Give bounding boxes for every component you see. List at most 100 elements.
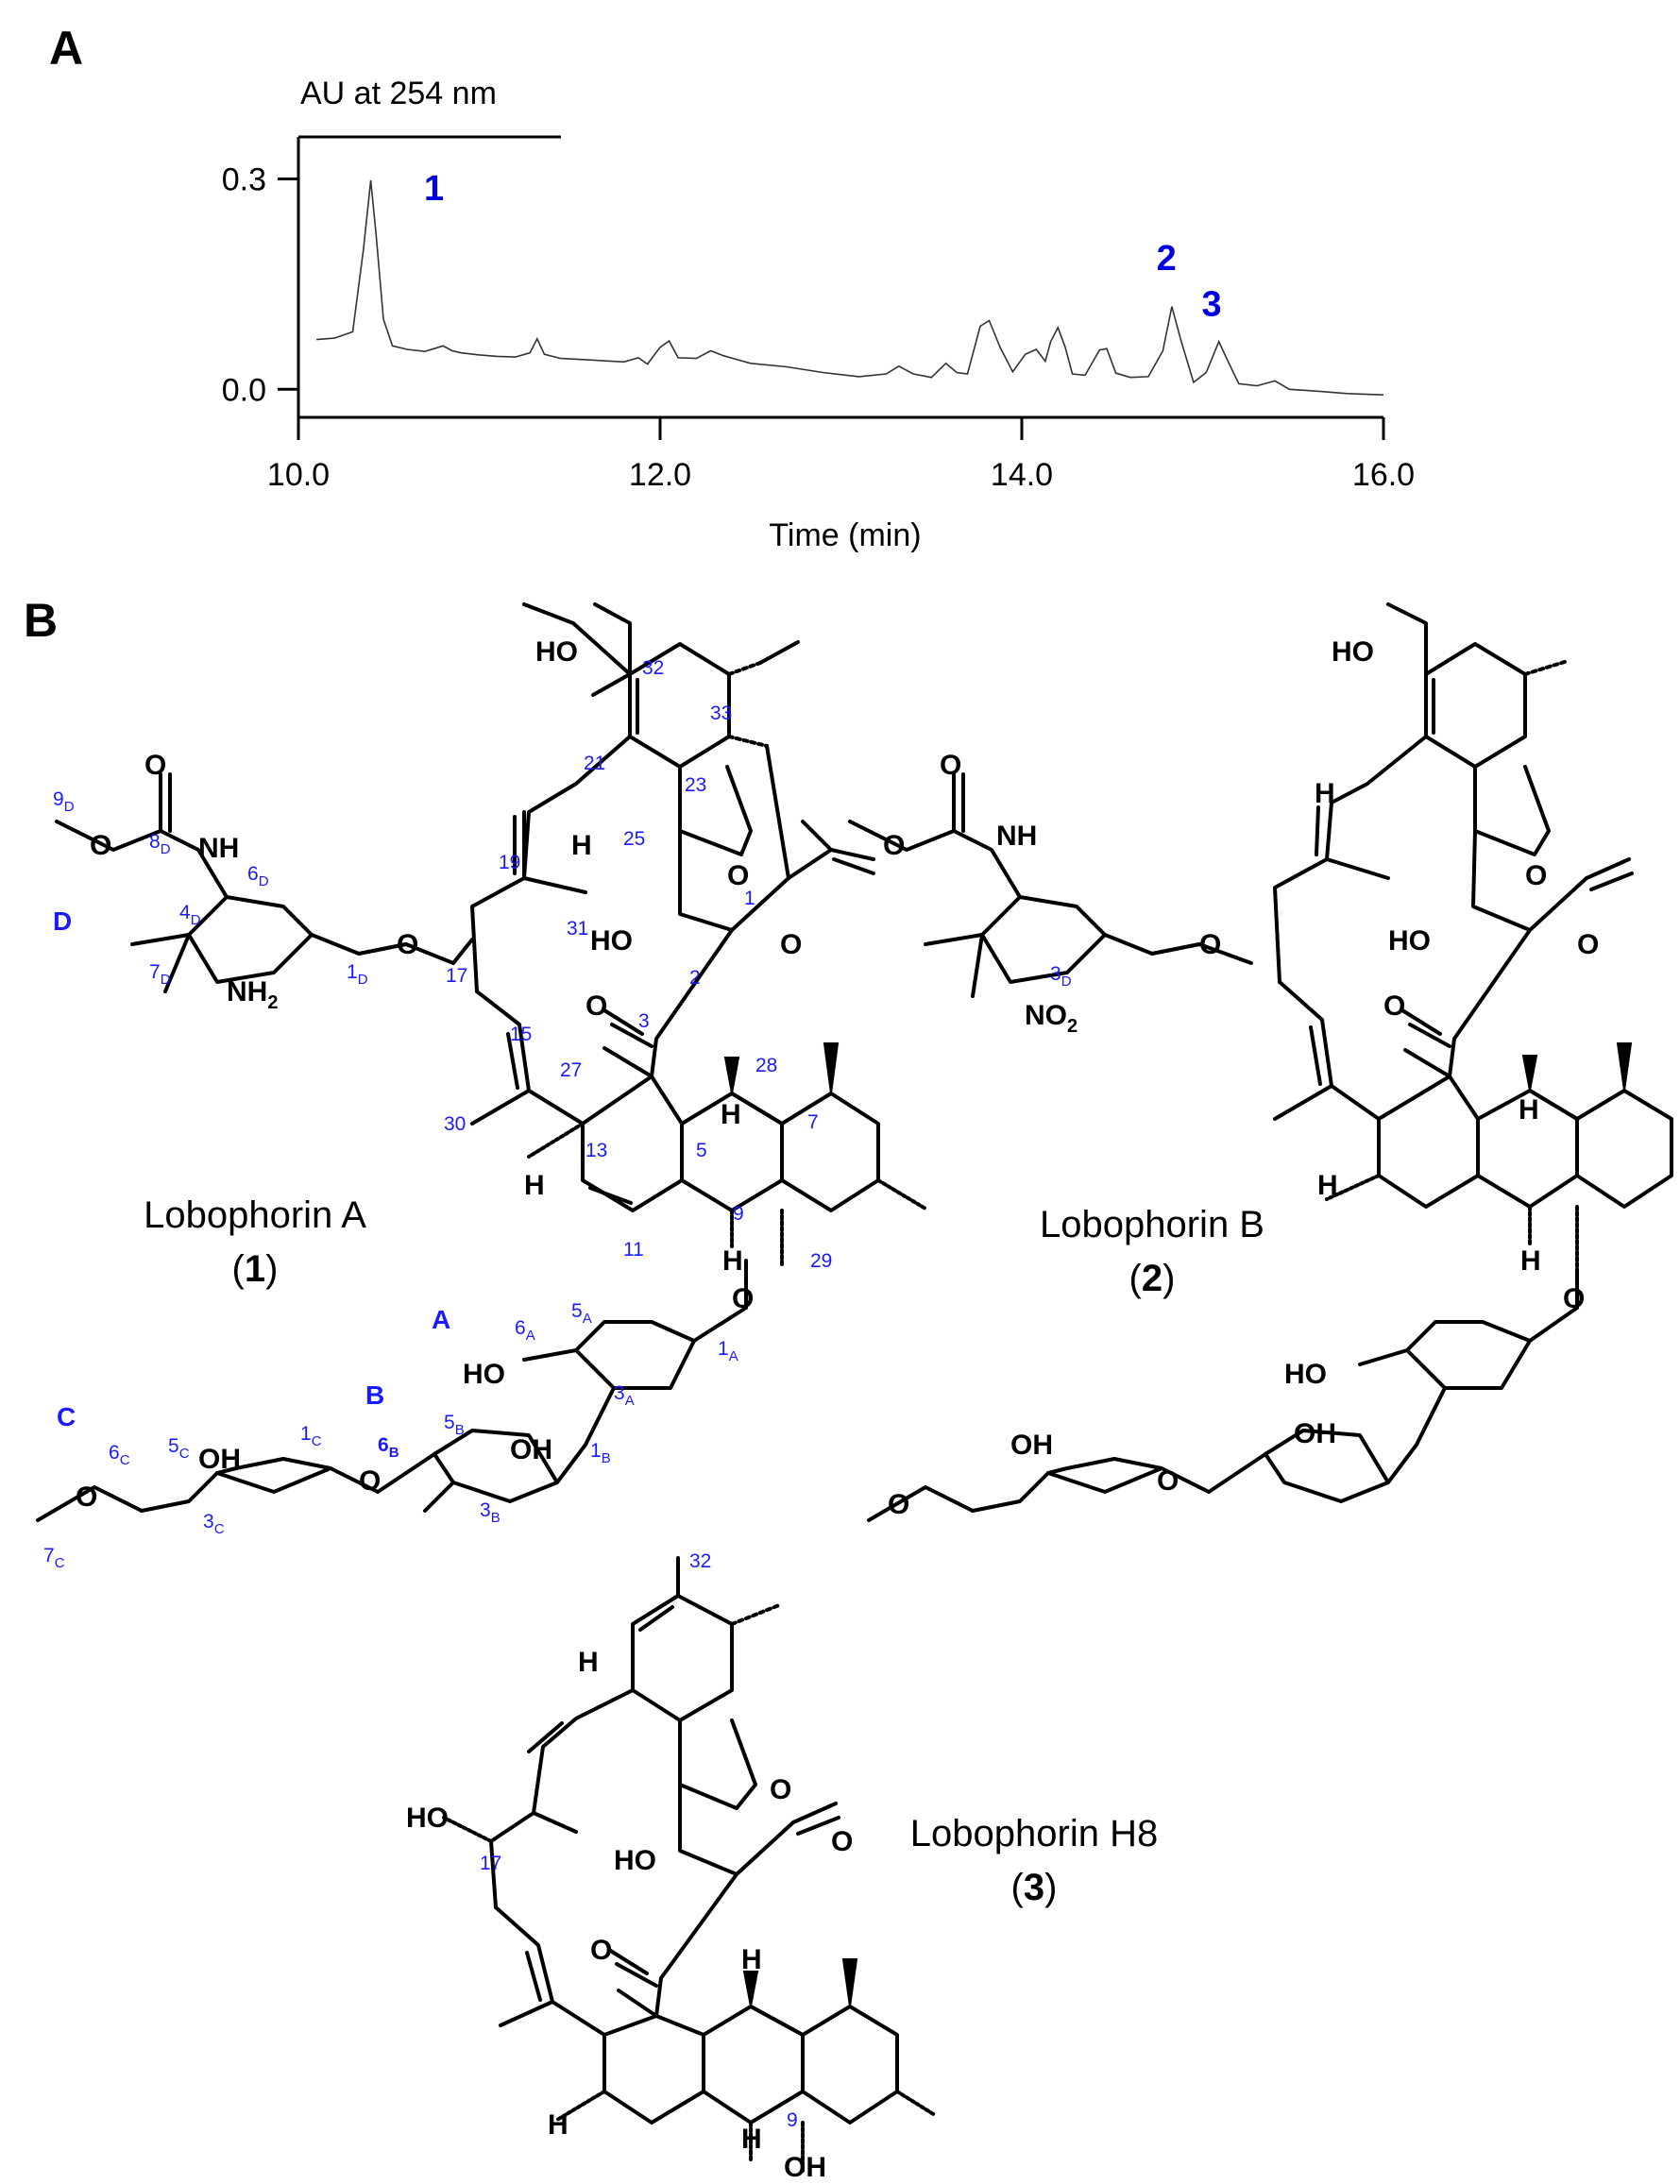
num-9d: 9D bbox=[53, 788, 75, 815]
num-2: 2 bbox=[689, 967, 701, 989]
atom-ho-32: HO bbox=[535, 636, 578, 668]
atom-o-ketone: O bbox=[585, 990, 607, 1022]
chromatogram-trace bbox=[316, 179, 1384, 396]
atom-ho-b-sugar: HO bbox=[1284, 1359, 1327, 1390]
atom-o-methoxy: O bbox=[76, 1481, 97, 1513]
num-28: 28 bbox=[755, 1055, 777, 1076]
num-3: 3 bbox=[638, 1010, 650, 1032]
atom-h-13: H bbox=[524, 1170, 545, 1201]
atom-no2: NO2 bbox=[1025, 1000, 1078, 1037]
atom-h-h8: H bbox=[578, 1647, 599, 1678]
atom-h-h8-13: H bbox=[548, 2109, 568, 2141]
compound-name-1: Lobophorin A bbox=[144, 1194, 366, 1236]
num-5a: 5A bbox=[571, 1300, 592, 1327]
num-4d: 4D bbox=[179, 902, 201, 928]
compound-name-3: Lobophorin H8 bbox=[910, 1813, 1158, 1854]
atom-o-b-carbonyl: O bbox=[1577, 929, 1599, 960]
num-h8-17: 17 bbox=[480, 1853, 501, 1874]
num-31: 31 bbox=[567, 918, 588, 940]
atom-o-b-carbamate: O bbox=[940, 750, 961, 781]
num-5: 5 bbox=[696, 1140, 707, 1161]
lobophorin-h8-structure bbox=[442, 1556, 937, 2174]
atom-h-b: H bbox=[1315, 778, 1335, 809]
y-tick-label: 0.0 bbox=[222, 372, 266, 408]
num-23: 23 bbox=[685, 774, 706, 796]
compound-number-1: (1) bbox=[232, 1248, 279, 1290]
num-6d: 6D bbox=[247, 863, 269, 889]
num-1: 1 bbox=[744, 888, 755, 909]
atom-o-b-methoxy: O bbox=[888, 1489, 909, 1520]
num-33: 33 bbox=[710, 703, 732, 724]
num-13: 13 bbox=[585, 1140, 607, 1161]
atom-o-bc: O bbox=[359, 1465, 381, 1497]
panel-b-label: B bbox=[24, 594, 59, 647]
num-6c: 6C bbox=[109, 1442, 130, 1468]
atom-ho-h8-enol: HO bbox=[614, 1845, 656, 1876]
x-tick-label: 16.0 bbox=[1352, 457, 1415, 493]
lobophorin-a-atom-labels: HO H O O HO O H H H O HO OH OH O O O O N… bbox=[76, 636, 802, 1513]
num-11: 11 bbox=[623, 1239, 644, 1261]
atom-o-b-glyc: O bbox=[1563, 1283, 1585, 1314]
atom-oh-b-sugar-c: OH bbox=[1010, 1430, 1053, 1461]
atom-o-lactone: O bbox=[727, 860, 749, 891]
num-5c: 5C bbox=[168, 1435, 190, 1462]
num-17: 17 bbox=[446, 965, 467, 987]
atom-o-carbonyl: O bbox=[780, 929, 802, 960]
ring-letter-b: B bbox=[365, 1380, 384, 1410]
atom-ho-h8-17: HO bbox=[406, 1803, 449, 1834]
atom-h-h8-5: H bbox=[741, 1944, 762, 1975]
peak-labels: 123 bbox=[424, 169, 1222, 325]
num-1d: 1D bbox=[347, 961, 368, 988]
atom-oh-h8-9: OH bbox=[784, 2152, 826, 2183]
atom-o-b-carbamate-ester: O bbox=[883, 830, 905, 861]
panel-a-label: A bbox=[49, 22, 84, 75]
atom-o-glyc-d: O bbox=[397, 929, 418, 960]
lobophorin-b-atom-labels: HO H O O HO O H H H O HO OH OH O O O O N… bbox=[883, 636, 1599, 1520]
atom-o-h8-ketone: O bbox=[590, 1935, 612, 1966]
num-27: 27 bbox=[560, 1059, 582, 1081]
atom-oh-sugar-c: OH bbox=[198, 1444, 241, 1475]
num-29: 29 bbox=[810, 1250, 832, 1272]
num-15: 15 bbox=[510, 1024, 532, 1045]
num-3a: 3A bbox=[614, 1382, 635, 1409]
num-1b: 1B bbox=[590, 1440, 611, 1466]
num-8d: 8D bbox=[149, 831, 171, 857]
atom-oh-b-sugar-b: OH bbox=[1294, 1418, 1336, 1449]
y-ticks: 0.3 0.0 bbox=[222, 162, 298, 408]
num-25: 25 bbox=[623, 828, 645, 850]
atom-o-carbamate: O bbox=[144, 750, 166, 781]
atom-o-h8-carbonyl: O bbox=[831, 1826, 853, 1857]
num-9: 9 bbox=[733, 1203, 744, 1225]
peak-label-1: 1 bbox=[424, 169, 444, 209]
num-21: 21 bbox=[584, 753, 605, 774]
y-tick-label: 0.3 bbox=[222, 162, 266, 198]
num-1c: 1C bbox=[300, 1423, 322, 1449]
y-axis-label: AU at 254 nm bbox=[300, 76, 497, 111]
compound-number-3: (3) bbox=[1011, 1867, 1058, 1908]
atom-o-b-glyc-d: O bbox=[1199, 929, 1221, 960]
atom-h-stereo: H bbox=[571, 830, 592, 861]
atom-ho-sugar-a: HO bbox=[463, 1359, 505, 1390]
atom-h-b10: H bbox=[1520, 1245, 1541, 1277]
atom-h-5: H bbox=[721, 1099, 741, 1130]
atom-nh-b: NH bbox=[996, 821, 1037, 852]
compound-number-2: (2) bbox=[1129, 1258, 1176, 1299]
atom-o-b-lactone: O bbox=[1525, 860, 1547, 891]
num-3c: 3C bbox=[203, 1511, 225, 1537]
num-32: 32 bbox=[642, 657, 664, 679]
num-19: 19 bbox=[499, 852, 520, 873]
num-6b: 6B bbox=[378, 1434, 399, 1461]
peak-label-3: 3 bbox=[1202, 284, 1222, 324]
x-tick-label: 10.0 bbox=[267, 457, 330, 493]
atom-o-b-ketone: O bbox=[1383, 990, 1405, 1022]
atom-o-b-bc: O bbox=[1157, 1465, 1179, 1497]
ring-letter-a: A bbox=[432, 1305, 450, 1334]
num-7d: 7D bbox=[149, 961, 171, 988]
atom-h-10: H bbox=[722, 1245, 743, 1277]
num-1a: 1A bbox=[718, 1338, 738, 1364]
num-h8-9: 9 bbox=[787, 2109, 798, 2131]
atom-oh-sugar-b: OH bbox=[510, 1434, 552, 1465]
